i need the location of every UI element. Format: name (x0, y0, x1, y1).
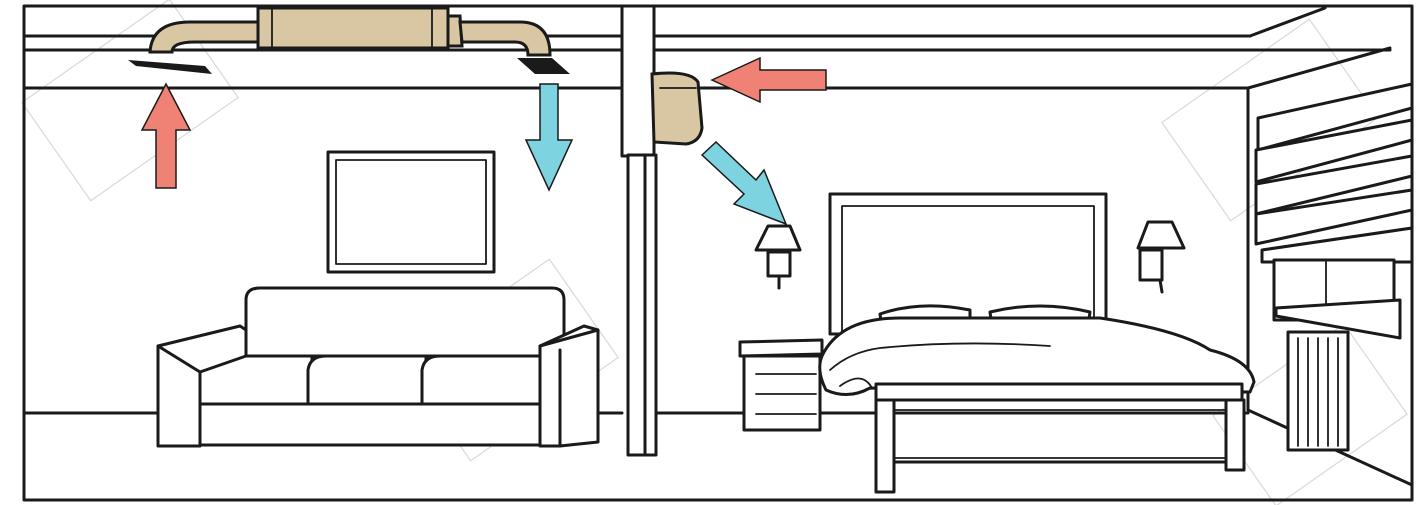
supply-air-arrow-bedroom-unit (700, 140, 788, 226)
window-frame (1272, 258, 1402, 340)
sofa (156, 286, 600, 448)
wall-picture (326, 150, 496, 274)
duct-body (256, 6, 450, 50)
bed (818, 192, 1256, 494)
supply-grille (517, 58, 570, 74)
partition-column (620, 4, 658, 457)
right-duct-bend (458, 20, 552, 57)
return-air-arrow-living-room (140, 82, 192, 189)
window-blind (1254, 82, 1414, 264)
radiator (1286, 330, 1350, 452)
airflow-arrows (140, 56, 827, 226)
left-duct-bend (148, 20, 264, 54)
wall-lamp-left (754, 224, 802, 290)
return-grille (128, 60, 212, 74)
duct-fan-unit (128, 6, 570, 74)
wall-mounted-indoor-unit (650, 71, 704, 146)
supply-air-arrow-living-room (524, 83, 574, 192)
wall-lamp-right (1136, 220, 1186, 294)
intake-air-arrow-bedroom-unit (710, 56, 827, 104)
nightstand (738, 338, 824, 432)
